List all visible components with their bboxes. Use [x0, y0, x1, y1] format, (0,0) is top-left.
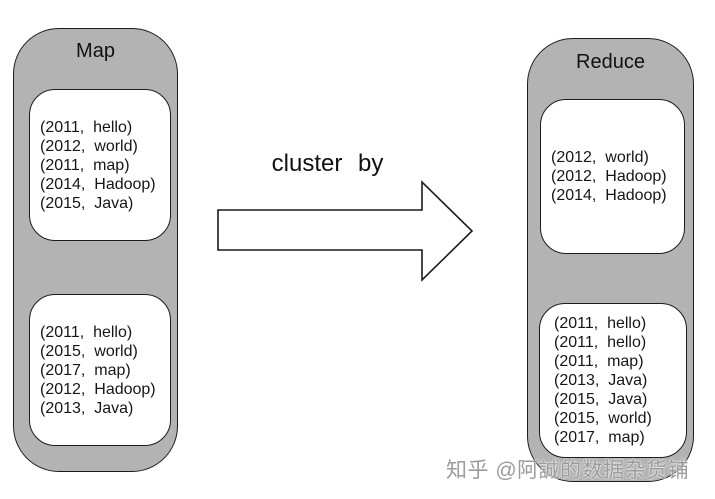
watermark: 知乎 @阿誠的数据杂货铺: [446, 459, 690, 482]
tuple-line: (2015, Java): [554, 391, 648, 408]
cluster-by-label: cluster by: [271, 150, 384, 177]
map-tuple-group-1: (2011, hello) (2012, world) (2011, map) …: [29, 89, 171, 241]
right-arrow-icon: [217, 180, 474, 282]
tuple-line: (2011, map): [554, 353, 644, 370]
tuple-line: (2015, world): [40, 342, 138, 360]
tuple-line: (2011, hello): [554, 315, 647, 332]
tuple-line: (2012, Hadoop): [40, 380, 156, 398]
reduce-title: Reduce: [576, 51, 645, 73]
tuple-line: (2011, hello): [554, 334, 647, 351]
tuple-line: (2014, Hadoop): [551, 187, 667, 204]
reduce-container: Reduce (2012, world) (2012, Hadoop) (201…: [527, 38, 694, 482]
tuple-line: (2011, hello): [40, 323, 133, 341]
reduce-tuple-group-1: (2012, world) (2012, Hadoop) (2014, Hado…: [540, 99, 685, 254]
tuple-line: (2017, map): [40, 361, 131, 379]
tuple-line: (2012, world): [40, 137, 138, 155]
right-arrow-shape: [217, 180, 474, 282]
tuple-line: (2012, Hadoop): [551, 168, 667, 185]
tuple-line: (2015, Java): [40, 194, 134, 212]
tuple-line: (2013, Java): [554, 372, 648, 389]
map-tuple-group-2: (2011, hello) (2015, world) (2017, map) …: [29, 294, 171, 446]
map-title: Map: [76, 40, 115, 62]
map-container: Map (2011, hello) (2012, world) (2011, m…: [13, 28, 178, 472]
tuple-line: (2015, world): [554, 410, 652, 427]
tuple-line: (2011, map): [40, 156, 130, 174]
tuple-line: (2017, map): [554, 429, 645, 446]
tuple-line: (2013, Java): [40, 399, 134, 417]
tuple-line: (2012, world): [551, 149, 649, 166]
reduce-tuple-group-2: (2011, hello) (2011, hello) (2011, map) …: [539, 303, 687, 458]
tuple-line: (2011, hello): [40, 118, 133, 136]
tuple-line: (2014, Hadoop): [40, 175, 156, 193]
